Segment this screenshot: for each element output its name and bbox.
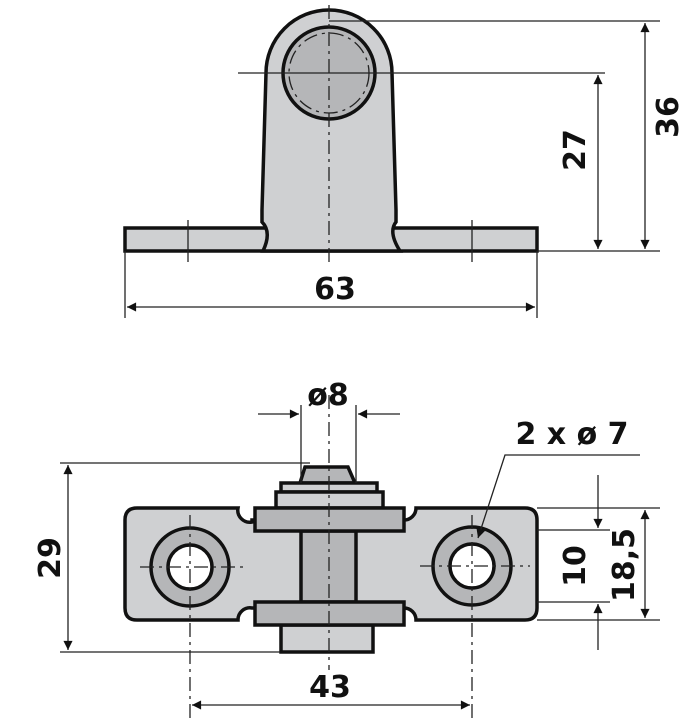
label-36: 36 xyxy=(651,96,686,138)
top-view: ø8 2 x ø 7 29 43 10 18,5 xyxy=(33,378,660,720)
label-63: 63 xyxy=(314,272,356,307)
label-43: 43 xyxy=(309,670,351,705)
label-27: 27 xyxy=(558,129,593,171)
label-18-5: 18,5 xyxy=(607,528,642,602)
nut-cap xyxy=(297,465,358,485)
hole-leader xyxy=(476,454,640,539)
label-29: 29 xyxy=(33,537,68,579)
label-holes: 2 x ø 7 xyxy=(515,417,628,452)
front-view: 63 36 27 xyxy=(123,5,686,318)
label-d8: ø8 xyxy=(307,378,348,413)
label-10: 10 xyxy=(558,545,593,587)
